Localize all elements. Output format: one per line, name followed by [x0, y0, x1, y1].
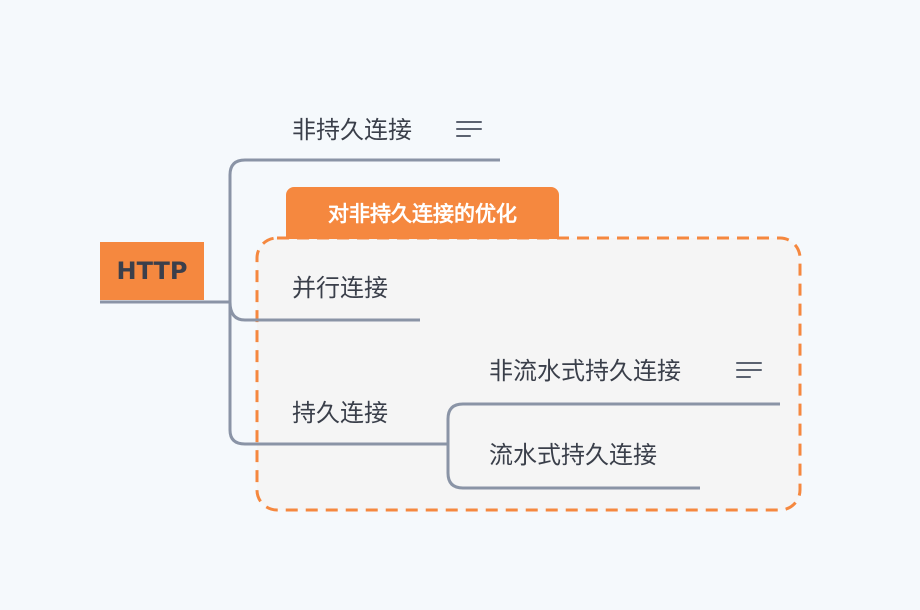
node-persistent[interactable]: 持久连接 — [292, 399, 388, 427]
note-lines-icon[interactable] — [736, 362, 762, 380]
connector-pipelined — [446, 444, 700, 490]
node-pipelined-persistent[interactable]: 流水式持久连接 — [489, 441, 657, 469]
node-parallel[interactable]: 并行连接 — [292, 274, 388, 302]
connector-non-persistent — [228, 158, 500, 302]
group-label-tab[interactable]: 对非持久连接的优化 — [286, 187, 559, 239]
root-node-http[interactable]: HTTP — [100, 242, 204, 300]
connector-non-pipelined — [446, 402, 780, 444]
node-non-pipelined-persistent[interactable]: 非流水式持久连接 — [489, 357, 681, 385]
note-lines-icon[interactable] — [456, 121, 482, 139]
connector-persistent — [228, 302, 448, 446]
node-non-persistent[interactable]: 非持久连接 — [292, 116, 412, 144]
